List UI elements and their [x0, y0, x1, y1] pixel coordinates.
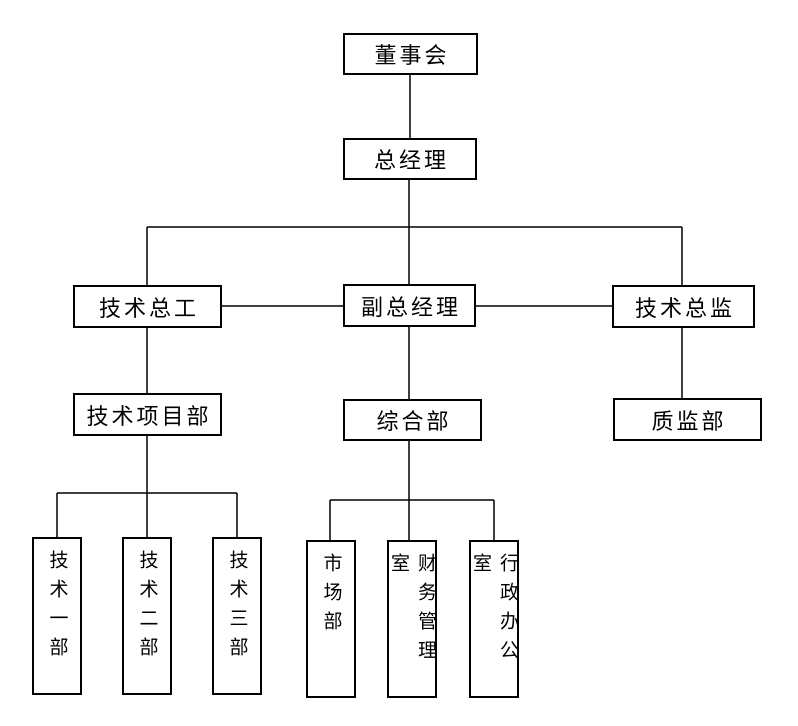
org-node-chief-tech-engineer: 技术总工: [73, 285, 222, 328]
org-node-label: 总经理: [373, 148, 449, 173]
org-node-finance-mgmt-office: 财务管理室: [387, 540, 437, 698]
org-node-label: 技术三部: [226, 550, 248, 666]
org-node-board-of-directors: 董事会: [343, 33, 478, 75]
org-node-tech-director: 技术总监: [612, 285, 755, 328]
org-node-general-manager: 总经理: [343, 138, 477, 180]
org-node-label: 董事会: [374, 43, 450, 68]
org-node-label: 质监部: [651, 408, 727, 434]
org-node-label: 副总经理: [360, 294, 461, 320]
org-node-deputy-general-manager: 副总经理: [343, 284, 476, 327]
org-node-tech-dept-2: 技术二部: [122, 537, 172, 695]
org-node-label: 技术总工: [98, 295, 199, 321]
org-node-market-dept: 市场部: [306, 540, 356, 698]
org-node-label: 市场部: [320, 553, 342, 640]
org-node-tech-dept-3: 技术三部: [212, 537, 262, 695]
org-node-label: 技术总监: [634, 295, 735, 321]
org-node-label: 技术二部: [136, 550, 158, 666]
org-node-general-dept: 综合部: [343, 399, 482, 441]
org-node-tech-project-dept: 技术项目部: [73, 393, 222, 436]
org-node-tech-dept-1: 技术一部: [32, 537, 82, 695]
org-node-label: 技术项目部: [86, 403, 212, 429]
org-node-label: 综合部: [376, 409, 452, 434]
org-node-admin-office: 行政办公室: [469, 540, 519, 698]
org-node-label: 行政办公室: [470, 553, 518, 669]
org-node-label: 财务管理室: [388, 553, 436, 669]
org-node-label: 技术一部: [46, 550, 68, 666]
org-node-quality-dept: 质监部: [613, 398, 762, 441]
